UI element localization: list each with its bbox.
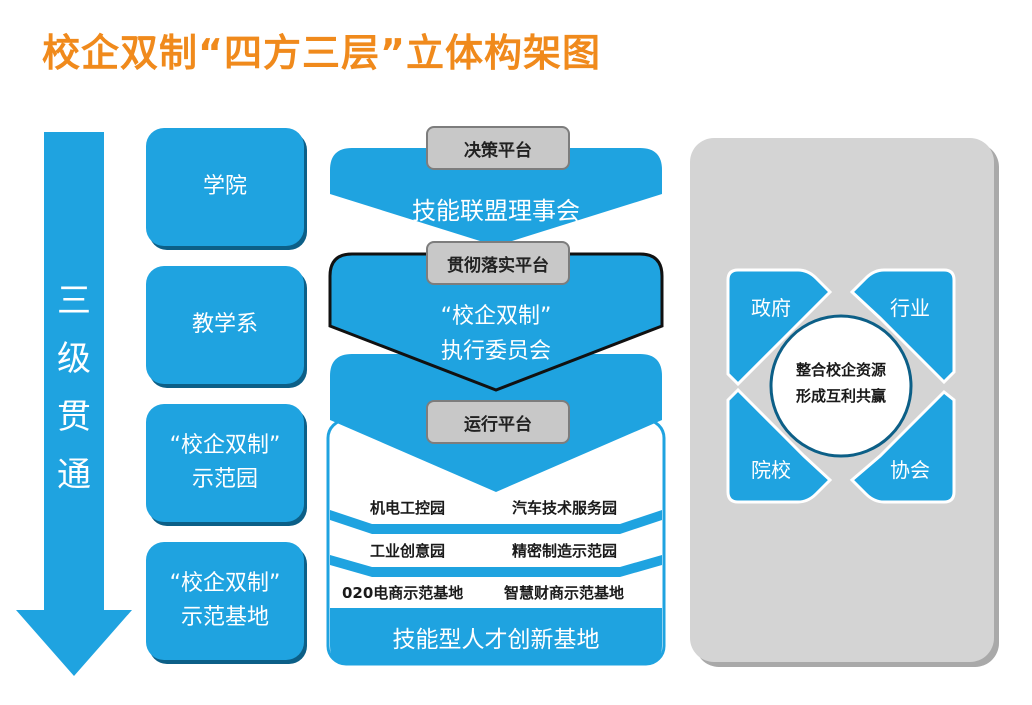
quadrant-government <box>726 268 833 387</box>
park-item: 精密制造示范园 <box>512 542 618 560</box>
layer-demo-base: “校企双制” 示范基地 <box>146 542 304 660</box>
side-char: 三 <box>57 281 91 321</box>
implement-platform: 贯彻落实平台 <box>426 241 570 285</box>
quadrant-label: 协会 <box>890 458 930 482</box>
side-char: 通 <box>57 455 91 495</box>
committee-label-1: “校企双制” <box>440 304 552 329</box>
park-item: 020电商示范基地 <box>342 584 464 602</box>
decision-platform: 决策平台 <box>426 126 570 170</box>
center-line: 整合校企资源 <box>795 361 886 379</box>
park-item: 工业创意园 <box>370 542 446 560</box>
side-char: 级 <box>57 339 91 379</box>
base-label: 技能型人才创新基地 <box>392 627 600 653</box>
layer-department: 教学系 <box>146 266 304 384</box>
quadrant-label: 政府 <box>751 296 791 320</box>
layer-label: 教学系 <box>191 312 258 337</box>
park-item: 机电工控园 <box>370 499 446 517</box>
center-circle-text: 整合校企资源 形成互利共赢 <box>766 357 916 409</box>
layer-label: “校企双制” <box>169 433 281 458</box>
committee-label-2: 执行委员会 <box>440 339 551 364</box>
layer-label: 示范园 <box>191 467 258 492</box>
center-circle <box>769 314 913 458</box>
layer-label: 示范基地 <box>180 605 269 630</box>
park-divider <box>330 510 662 534</box>
park-item: 智慧财商示范基地 <box>504 584 625 602</box>
side-char: 贯 <box>57 397 91 437</box>
layer-label: “校企双制” <box>169 571 281 596</box>
chevron-council <box>330 148 662 246</box>
page-title: 校企双制“四方三层”立体构架图 <box>42 31 601 75</box>
park-item: 汽车技术服务园 <box>512 499 618 517</box>
quadrant-label: 院校 <box>751 458 791 482</box>
side-arrow-label: 三 级 贯 通 <box>47 272 101 504</box>
layer-college: 学院 <box>146 128 304 246</box>
council-label: 技能联盟理事会 <box>412 197 580 225</box>
chevron-committee <box>328 252 664 392</box>
quadrant-association <box>849 389 956 504</box>
base-bar <box>330 608 662 664</box>
quadrant-label: 行业 <box>890 296 930 320</box>
quadrant-industry <box>849 268 956 385</box>
layer-label: 学院 <box>202 174 247 199</box>
park-divider <box>330 555 662 577</box>
down-arrow-icon <box>16 132 132 676</box>
quadrant-college <box>726 387 833 504</box>
operation-platform: 运行平台 <box>426 400 570 444</box>
layer-demo-park: “校企双制” 示范园 <box>146 404 304 522</box>
center-line: 形成互利共赢 <box>795 387 886 405</box>
